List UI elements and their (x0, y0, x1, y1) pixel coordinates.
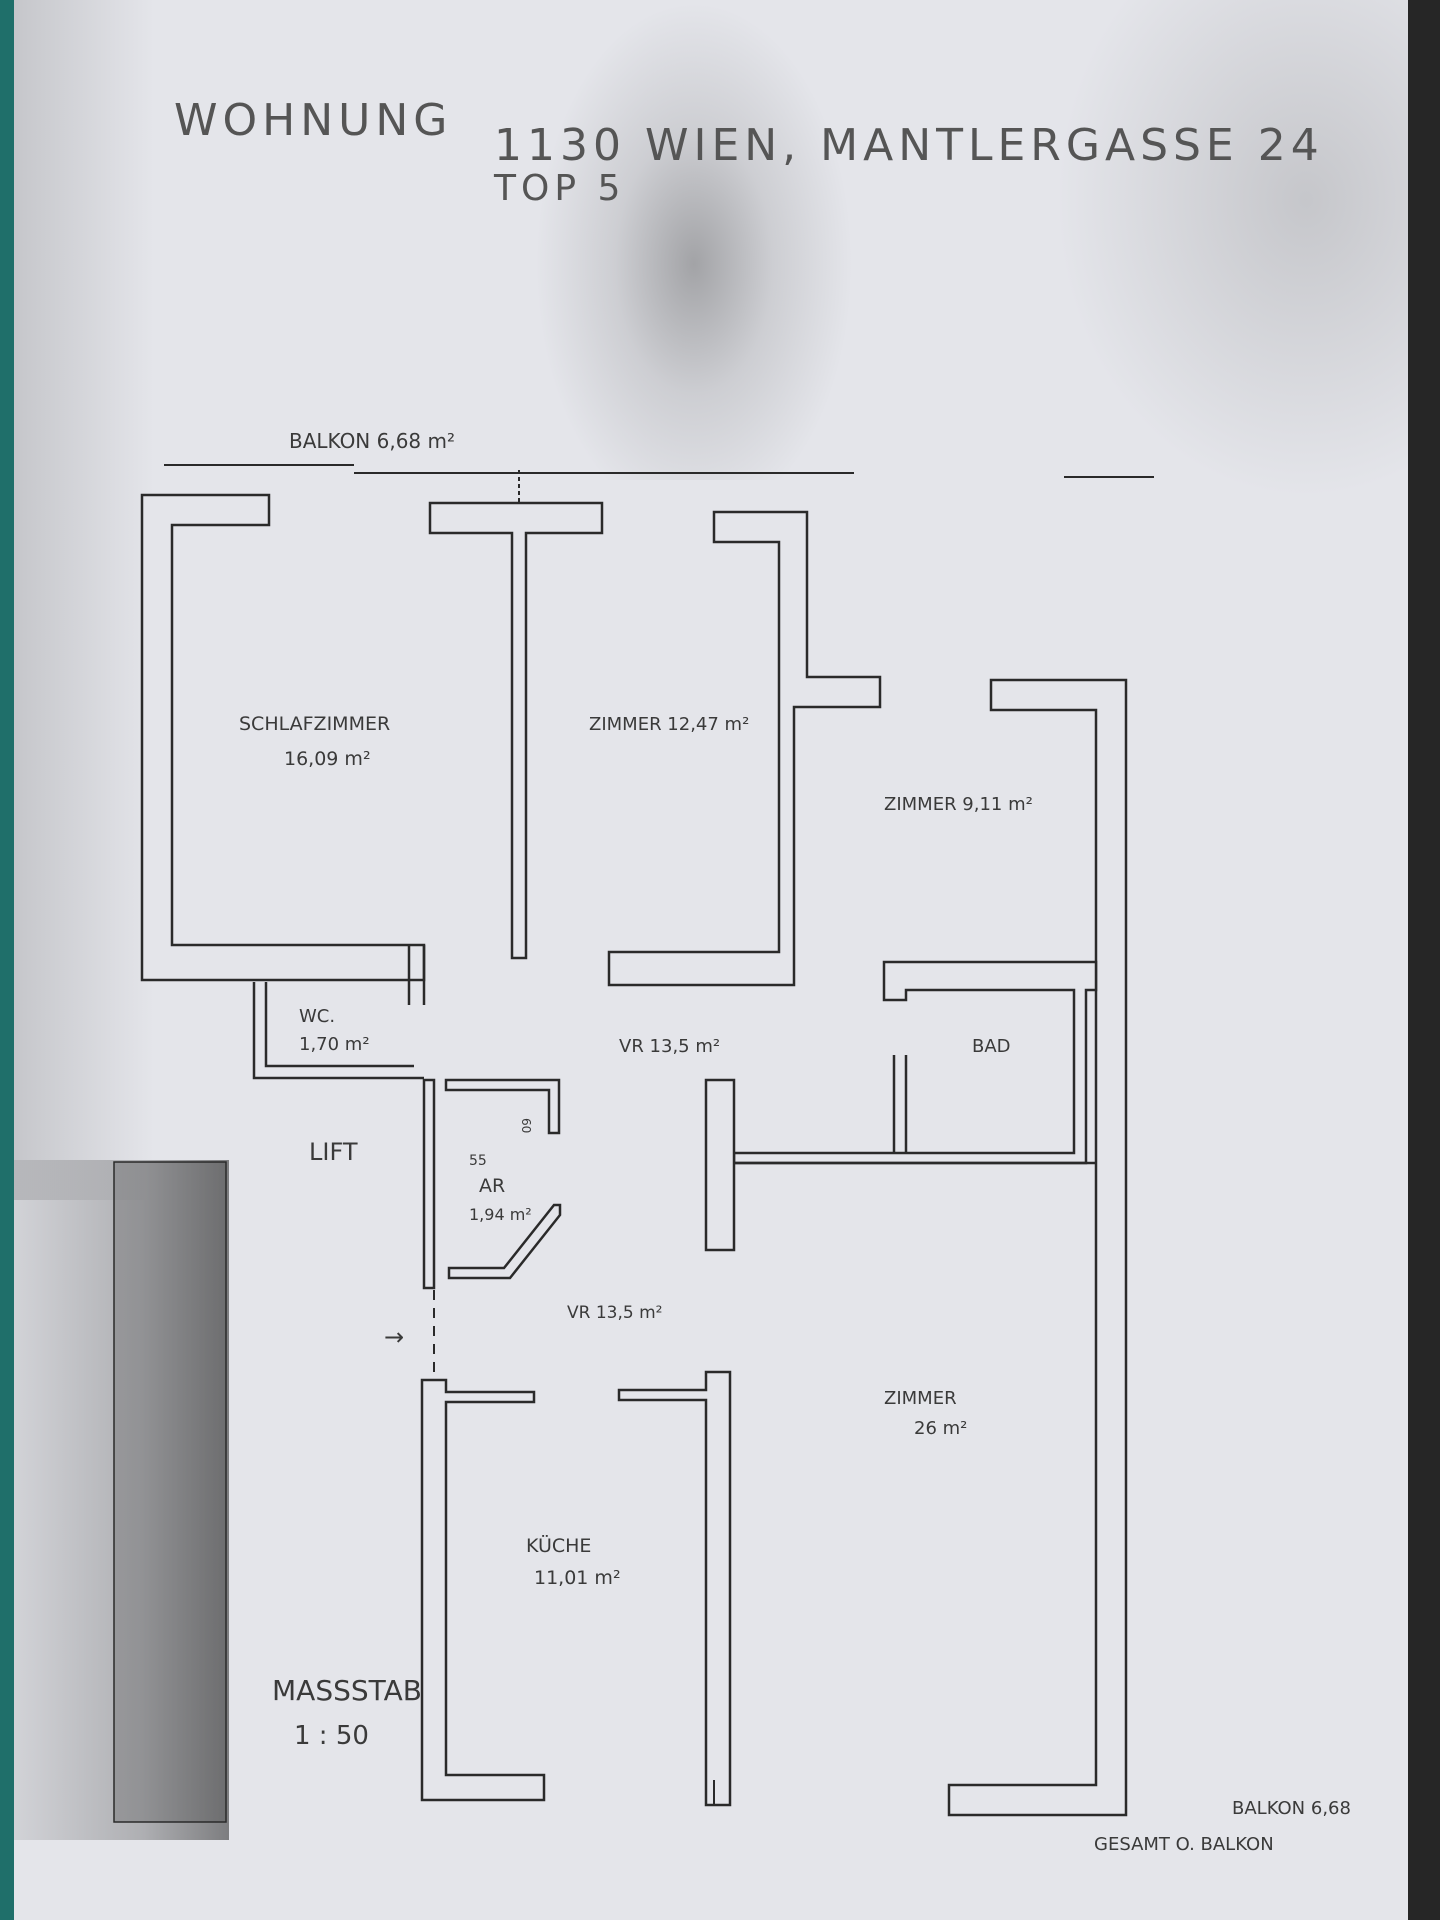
wall-outer-right (947, 678, 1128, 1817)
ar-dimension: 55 (469, 1153, 487, 1169)
room-wc-area: 1,70 m² (299, 1034, 370, 1055)
room-kueche-area: 11,01 m² (534, 1567, 621, 1589)
room-ar-area: 1,94 m² (469, 1205, 532, 1224)
room-bad: BAD (972, 1036, 1011, 1057)
room-schlafzimmer-area: 16,09 m² (284, 748, 371, 770)
scale-label: MASSSTAB (272, 1674, 422, 1707)
footer-balkon: BALKON 6,68 (1232, 1798, 1351, 1819)
room-schlafzimmer-name: SCHLAFZIMMER (239, 713, 390, 735)
wall-vr-pillar (704, 1078, 736, 1252)
balcony-top-label: BALKON 6,68 m² (289, 429, 455, 453)
wall-wc-inner (264, 982, 414, 1068)
wall-ar-top (444, 1078, 561, 1135)
ar-dimension-2: 60 (519, 1118, 533, 1133)
room-zimmer-26-name: ZIMMER (884, 1388, 957, 1409)
room-vr-upper: VR 13,5 m² (619, 1036, 720, 1057)
wall-wc (252, 982, 424, 1080)
lift-label: LIFT (309, 1138, 358, 1166)
room-zimmer-911: ZIMMER 9,11 m² (884, 794, 1033, 815)
room-wc-name: WC. (299, 1006, 335, 1027)
wall-ar-left (422, 1078, 436, 1290)
floor-plan-sheet: WOHNUNG 1130 WIEN, MANTLERGASSE 24 TOP 5… (14, 0, 1408, 1920)
wall-ar-diagonal (447, 1203, 562, 1280)
lift-shaft-block (113, 1161, 227, 1823)
wall-t-divider (428, 501, 604, 960)
wall-bad (732, 960, 1098, 1165)
entrance-arrow: → (384, 1323, 404, 1351)
room-kueche-name: KÜCHE (526, 1534, 591, 1557)
title-word: WOHNUNG (174, 95, 452, 146)
floor-plan-drawing: WOHNUNG 1130 WIEN, MANTLERGASSE 24 TOP 5… (113, 95, 1351, 1855)
wall-kueche (420, 1378, 546, 1802)
title-unit: TOP 5 (493, 168, 625, 209)
room-zimmer-26-area: 26 m² (914, 1418, 967, 1439)
room-vr-lower: VR 13,5 m² (567, 1303, 662, 1323)
wall-zimmer-1247 (607, 510, 882, 987)
room-ar-name: AR (479, 1175, 505, 1197)
footer-gesamt: GESAMT O. BALKON (1094, 1834, 1274, 1855)
wall-schlafzimmer (140, 493, 426, 982)
scale-value: 1 : 50 (294, 1721, 369, 1751)
title-address: 1130 WIEN, MANTLERGASSE 24 (494, 120, 1324, 171)
wall-kueche-right (617, 1370, 732, 1807)
room-zimmer-1247: ZIMMER 12,47 m² (589, 714, 749, 735)
